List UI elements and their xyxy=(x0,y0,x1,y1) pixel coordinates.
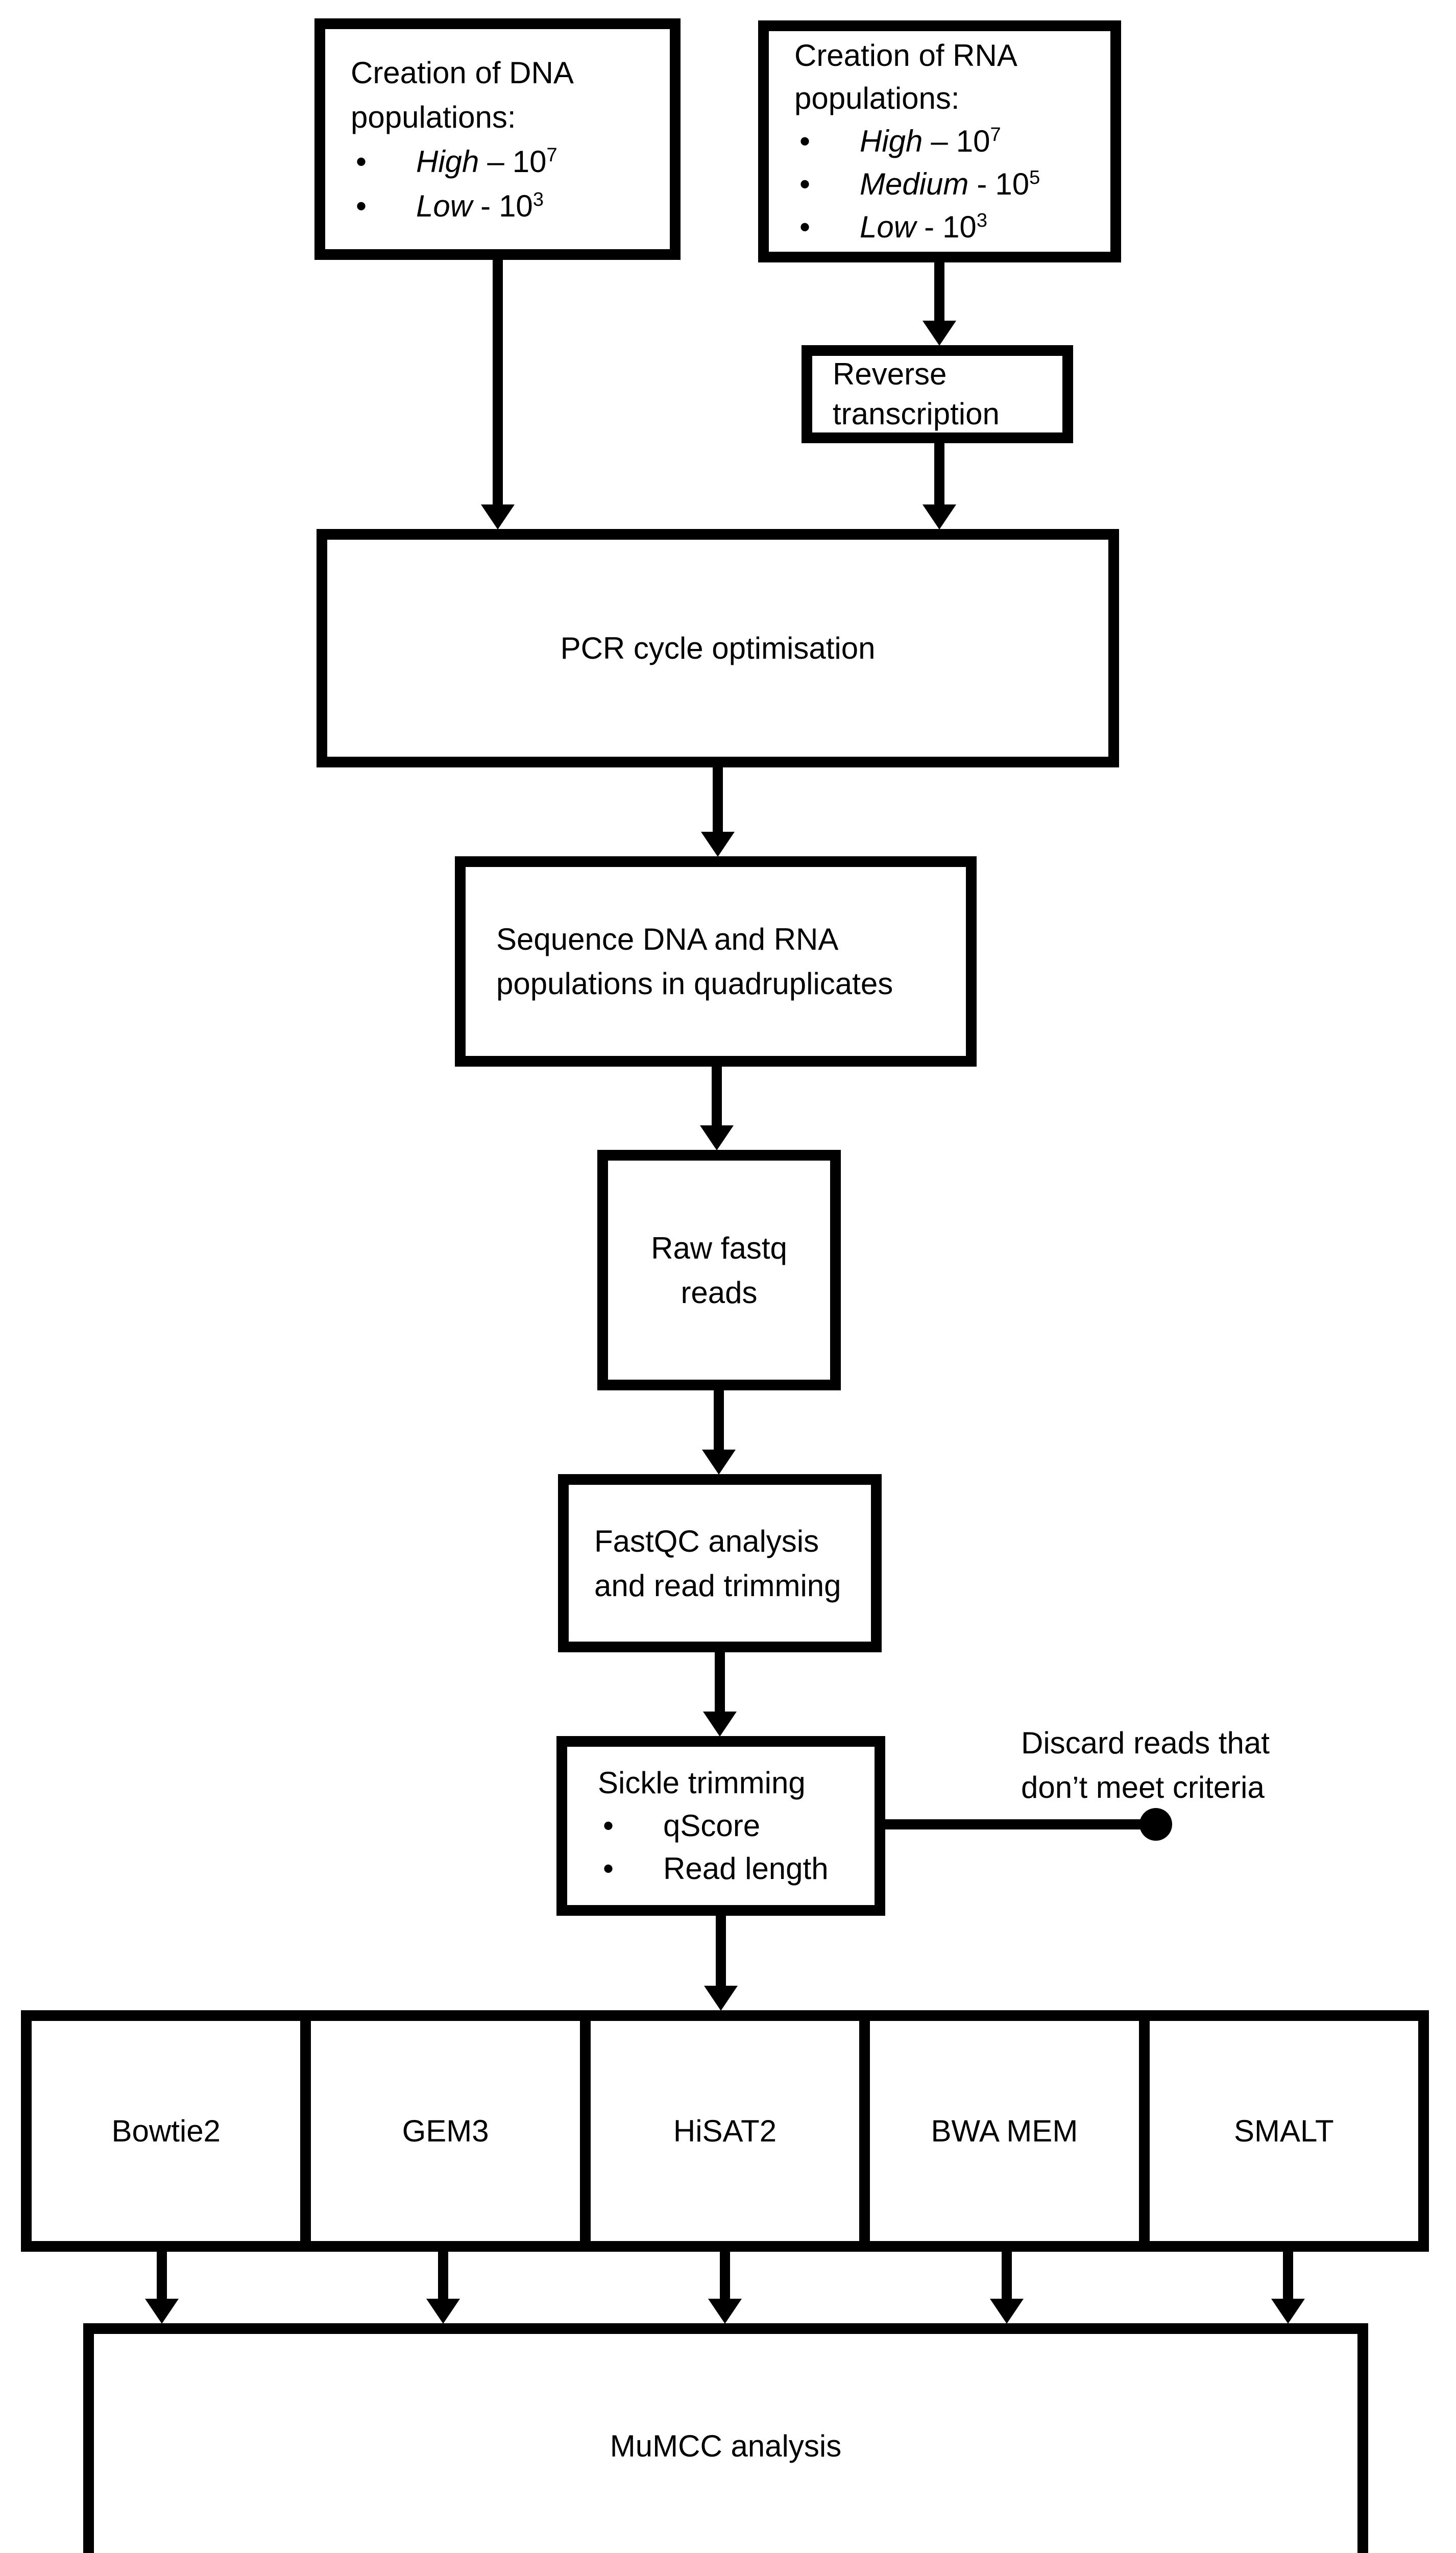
dash-separator: - xyxy=(977,167,987,201)
rna-populations-title: Creation of RNA populations: xyxy=(794,38,1016,115)
arrowhead-bowtie2-to-mumcc xyxy=(145,2299,179,2324)
rna-medium-value: 105 xyxy=(995,167,1040,201)
bullet-icon: • xyxy=(603,1851,614,1886)
dna-low-label: Low xyxy=(416,188,473,223)
dna-populations-title: Creation of DNA populations: xyxy=(351,55,572,134)
bullet-icon: • xyxy=(356,188,367,223)
arrow-gem3-to-mumcc xyxy=(438,2252,448,2300)
sequence-box: Sequence DNA and RNA populations in quad… xyxy=(455,856,977,1067)
raw-fastq-line2: reads xyxy=(681,1275,758,1310)
aligner-smalt-label: SMALT xyxy=(1234,2114,1334,2148)
arrow-sequence-to-rawfastq xyxy=(712,1067,722,1126)
discard-line1: Discard reads that xyxy=(1021,1726,1270,1760)
rna-high-label: High xyxy=(860,124,923,158)
rna-bullet-high: • High – 107 xyxy=(794,120,1095,163)
bullet-icon: • xyxy=(799,167,811,201)
rna-populations-box: Creation of RNA populations: • High – 10… xyxy=(758,20,1121,262)
discard-connector-line xyxy=(885,1819,1156,1829)
dash-separator: - xyxy=(924,210,935,244)
pcr-optimisation-box: PCR cycle optimisation xyxy=(317,529,1119,767)
raw-fastq-box: Raw fastq reads xyxy=(597,1150,841,1390)
dna-low-value: 103 xyxy=(499,188,544,223)
rna-bullet-low: • Low - 103 xyxy=(794,206,1095,249)
aligner-cell-smalt: SMALT xyxy=(1149,2021,1419,2241)
rna-medium-label: Medium xyxy=(860,167,969,201)
discard-connector-dot xyxy=(1139,1808,1172,1841)
sickle-qscore-label: qScore xyxy=(663,1809,761,1843)
aligner-hisat2-label: HiSAT2 xyxy=(673,2114,777,2148)
arrow-bwamem-to-mumcc xyxy=(1002,2252,1012,2300)
raw-fastq-line1: Raw fastq xyxy=(651,1231,787,1265)
aligner-row: Bowtie2 GEM3 HiSAT2 BWA MEM SMALT xyxy=(21,2010,1429,2252)
sickle-box: Sickle trimming • qScore • Read length xyxy=(556,1736,885,1916)
bullet-icon: • xyxy=(799,124,811,158)
dna-bullet-high: • High – 107 xyxy=(351,139,654,184)
arrowhead-bwamem-to-mumcc xyxy=(990,2299,1024,2324)
dna-populations-box: Creation of DNA populations: • High – 10… xyxy=(314,18,681,260)
aligner-cell-gem3: GEM3 xyxy=(311,2021,591,2241)
aligner-cell-hisat2: HiSAT2 xyxy=(590,2021,870,2241)
reverse-transcription-line1: Reverse xyxy=(833,357,947,391)
arrowhead-fastqc-to-sickle xyxy=(703,1712,737,1737)
arrowhead-hisat2-to-mumcc xyxy=(708,2299,742,2324)
arrow-rawfastq-to-fastqc xyxy=(714,1390,724,1451)
sickle-bullet-readlength: • Read length xyxy=(598,1847,875,1890)
dna-high-value: 107 xyxy=(512,144,557,179)
reverse-transcription-box: Reverse transcription xyxy=(802,345,1073,443)
arrow-sickle-to-aligners xyxy=(716,1916,726,1987)
arrow-smalt-to-mumcc xyxy=(1283,2252,1293,2300)
arrowhead-rna-to-rt xyxy=(923,321,956,346)
arrowhead-rawfastq-to-fastqc xyxy=(702,1450,736,1475)
mumcc-box: MuMCC analysis xyxy=(83,2323,1368,2553)
aligner-gem3-label: GEM3 xyxy=(402,2114,489,2148)
sickle-bullet-qscore: • qScore xyxy=(598,1804,875,1847)
sickle-readlength-label: Read length xyxy=(663,1851,829,1886)
pcr-optimisation-label: PCR cycle optimisation xyxy=(560,631,876,665)
mumcc-label: MuMCC analysis xyxy=(610,2428,842,2463)
sequence-line1: Sequence DNA and RNA xyxy=(496,922,839,956)
aligner-cell-bowtie2: Bowtie2 xyxy=(32,2021,311,2241)
arrow-rt-to-pcr xyxy=(934,443,944,505)
arrowhead-sickle-to-aligners xyxy=(704,1986,738,2011)
discard-line2: don’t meet criteria xyxy=(1021,1770,1265,1804)
arrow-fastqc-to-sickle xyxy=(715,1652,725,1713)
bullet-icon: • xyxy=(603,1809,614,1843)
dna-high-label: High xyxy=(416,144,479,179)
aligner-cell-bwamem: BWA MEM xyxy=(870,2021,1150,2241)
arrowhead-dna-to-pcr xyxy=(481,504,515,529)
rna-low-value: 103 xyxy=(942,210,987,244)
bullet-icon: • xyxy=(799,210,811,244)
dna-bullet-low: • Low - 103 xyxy=(351,184,654,228)
arrow-pcr-to-sequence xyxy=(713,767,723,833)
fastqc-line1: FastQC analysis xyxy=(594,1524,819,1558)
reverse-transcription-line2: transcription xyxy=(833,397,1000,431)
sickle-title: Sickle trimming xyxy=(598,1766,806,1800)
arrowhead-rt-to-pcr xyxy=(923,504,956,529)
arrow-dna-to-pcr xyxy=(493,260,503,505)
arrow-bowtie2-to-mumcc xyxy=(157,2252,167,2300)
bullet-icon: • xyxy=(356,144,367,179)
arrowhead-smalt-to-mumcc xyxy=(1271,2299,1305,2324)
dash-separator: – xyxy=(931,124,948,158)
aligner-bwamem-label: BWA MEM xyxy=(931,2114,1078,2148)
dash-separator: - xyxy=(480,188,491,223)
fastqc-box: FastQC analysis and read trimming xyxy=(558,1474,882,1652)
rna-high-value: 107 xyxy=(956,124,1001,158)
fastqc-line2: and read trimming xyxy=(594,1568,841,1603)
rna-low-label: Low xyxy=(860,210,916,244)
arrow-hisat2-to-mumcc xyxy=(720,2252,730,2300)
arrowhead-sequence-to-rawfastq xyxy=(700,1125,734,1150)
aligner-bowtie2-label: Bowtie2 xyxy=(111,2114,221,2148)
arrowhead-pcr-to-sequence xyxy=(701,832,735,857)
arrow-rna-to-rt xyxy=(934,262,944,322)
arrowhead-gem3-to-mumcc xyxy=(426,2299,460,2324)
dash-separator: – xyxy=(487,144,504,179)
rna-bullet-medium: • Medium - 105 xyxy=(794,163,1095,206)
discard-annotation: Discard reads that don’t meet criteria xyxy=(1021,1721,1338,1810)
sequence-line2: populations in quadruplicates xyxy=(496,967,893,1001)
